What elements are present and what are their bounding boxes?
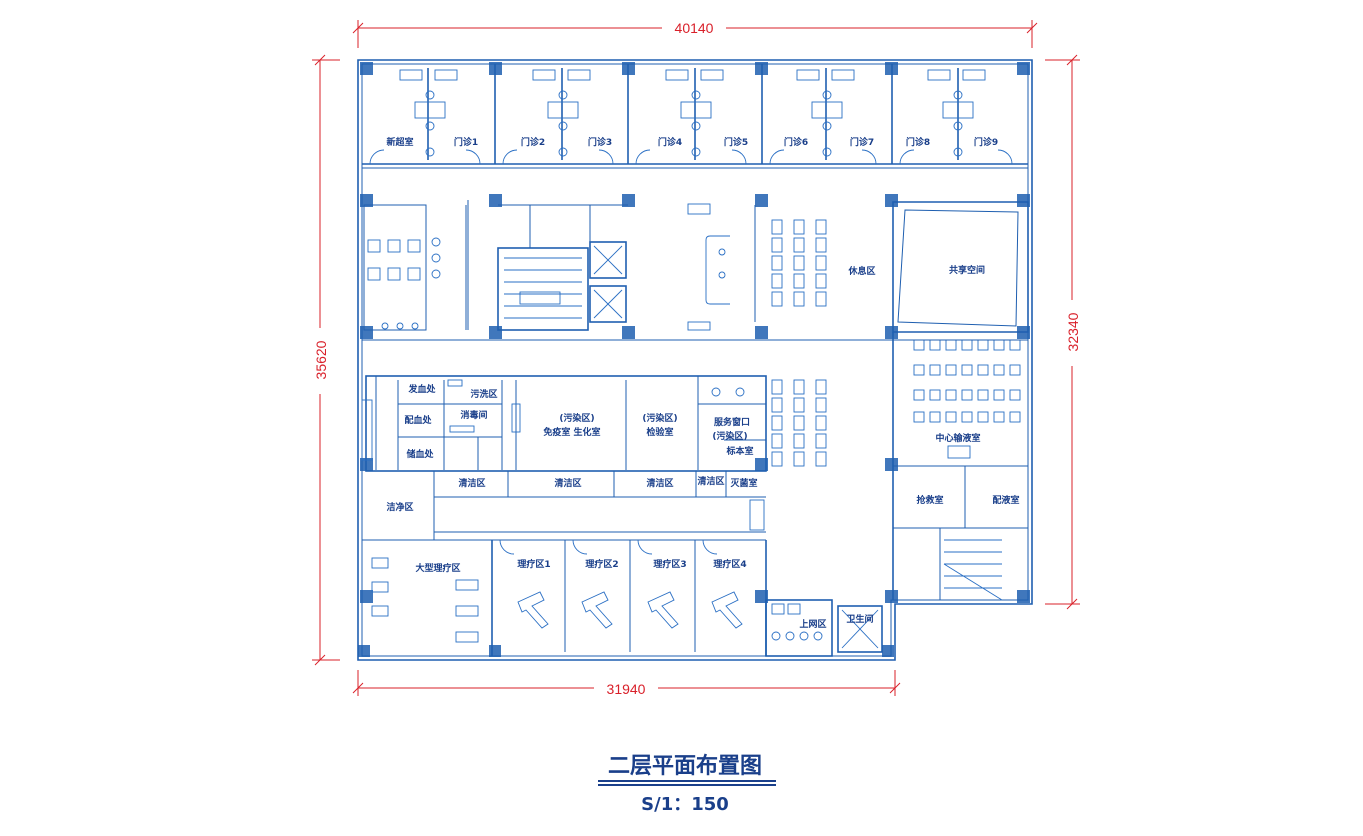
room-label-up: 上网区: [799, 618, 826, 630]
room-label-r7: 门诊6: [784, 136, 808, 148]
title-underline-2: [598, 784, 776, 786]
restroom-block: [363, 204, 467, 331]
room-label-r2: 门诊1: [454, 136, 478, 148]
therapy-block: [362, 539, 767, 656]
drawing-title: 二层平面布置图: [607, 754, 762, 779]
room-label-rescue: 抢救室: [916, 494, 943, 506]
room-label-chu: 储血处: [406, 448, 434, 460]
room-label-wu1: 污洗区: [470, 388, 497, 400]
room-label-r6: 门诊5: [724, 136, 748, 148]
dim-right: 32340: [1065, 312, 1081, 351]
room-label-dispense: 配液室: [992, 494, 1019, 506]
room-label-fa: 发血处: [407, 383, 436, 395]
room-label-center: 中心输液室: [935, 432, 980, 444]
drawing-scale: S/1：150: [641, 794, 729, 815]
infusion-chairs: [913, 339, 1021, 423]
clinic-rooms: [362, 64, 1028, 169]
room-label-da: 大型理疗区: [415, 562, 460, 574]
room-label-r5: 门诊4: [658, 136, 682, 148]
room-label-jie: 洁净区: [386, 501, 413, 513]
room-label-r1: 新超室: [386, 136, 413, 148]
structural-columns: [358, 62, 1030, 657]
lab-block: [361, 375, 767, 540]
room-label-ws: 卫生间: [846, 613, 873, 625]
room-label-jian: 检验室: [646, 426, 673, 438]
room-label-xi: 消毒间: [460, 409, 487, 421]
dim-left: 35620: [313, 340, 329, 379]
room-label-wu4: (污染区): [712, 430, 747, 442]
shared-space-and-infusion: [892, 201, 1029, 601]
corridor-walls: [362, 200, 1028, 341]
room-label-qing1: 清洁区: [458, 477, 485, 489]
reception-desk: [687, 203, 756, 331]
room-label-qing4: 清洁区: [697, 475, 724, 487]
title-underline: [598, 780, 776, 782]
room-label-qing3: 清洁区: [646, 477, 673, 489]
room-label-li3: 理疗区3: [653, 558, 686, 570]
room-label-r4: 门诊3: [588, 136, 612, 148]
room-label-wu3: (污染区): [642, 412, 677, 424]
room-label-r3: 门诊2: [521, 136, 545, 148]
stair-elevator-core: [497, 205, 627, 331]
dim-top: 40140: [675, 20, 714, 36]
room-label-mian: 免疫室 生化室: [543, 426, 600, 438]
room-label-li1: 理疗区1: [517, 558, 550, 570]
annex-block: [765, 599, 883, 657]
room-label-pei: 配血处: [404, 414, 432, 426]
room-label-biao: 标本室: [725, 445, 753, 457]
room-label-li2: 理疗区2: [585, 558, 618, 570]
room-label-qing2: 清洁区: [554, 477, 581, 489]
room-label-share: 共享空间: [949, 264, 985, 276]
room-label-r8: 门诊7: [850, 136, 874, 148]
room-label-wu2: (污染区): [559, 412, 594, 424]
room-label-ban: 服务窗口: [714, 416, 750, 428]
waiting-seats: [771, 219, 827, 467]
dim-bottom: 31940: [607, 681, 646, 697]
room-label-mie: 灭菌室: [729, 477, 757, 489]
room-label-li4: 理疗区4: [713, 558, 746, 570]
room-label-r10: 门诊9: [974, 136, 998, 148]
room-label-rest: 休息区: [847, 265, 875, 277]
room-label-r9: 门诊8: [906, 136, 930, 148]
